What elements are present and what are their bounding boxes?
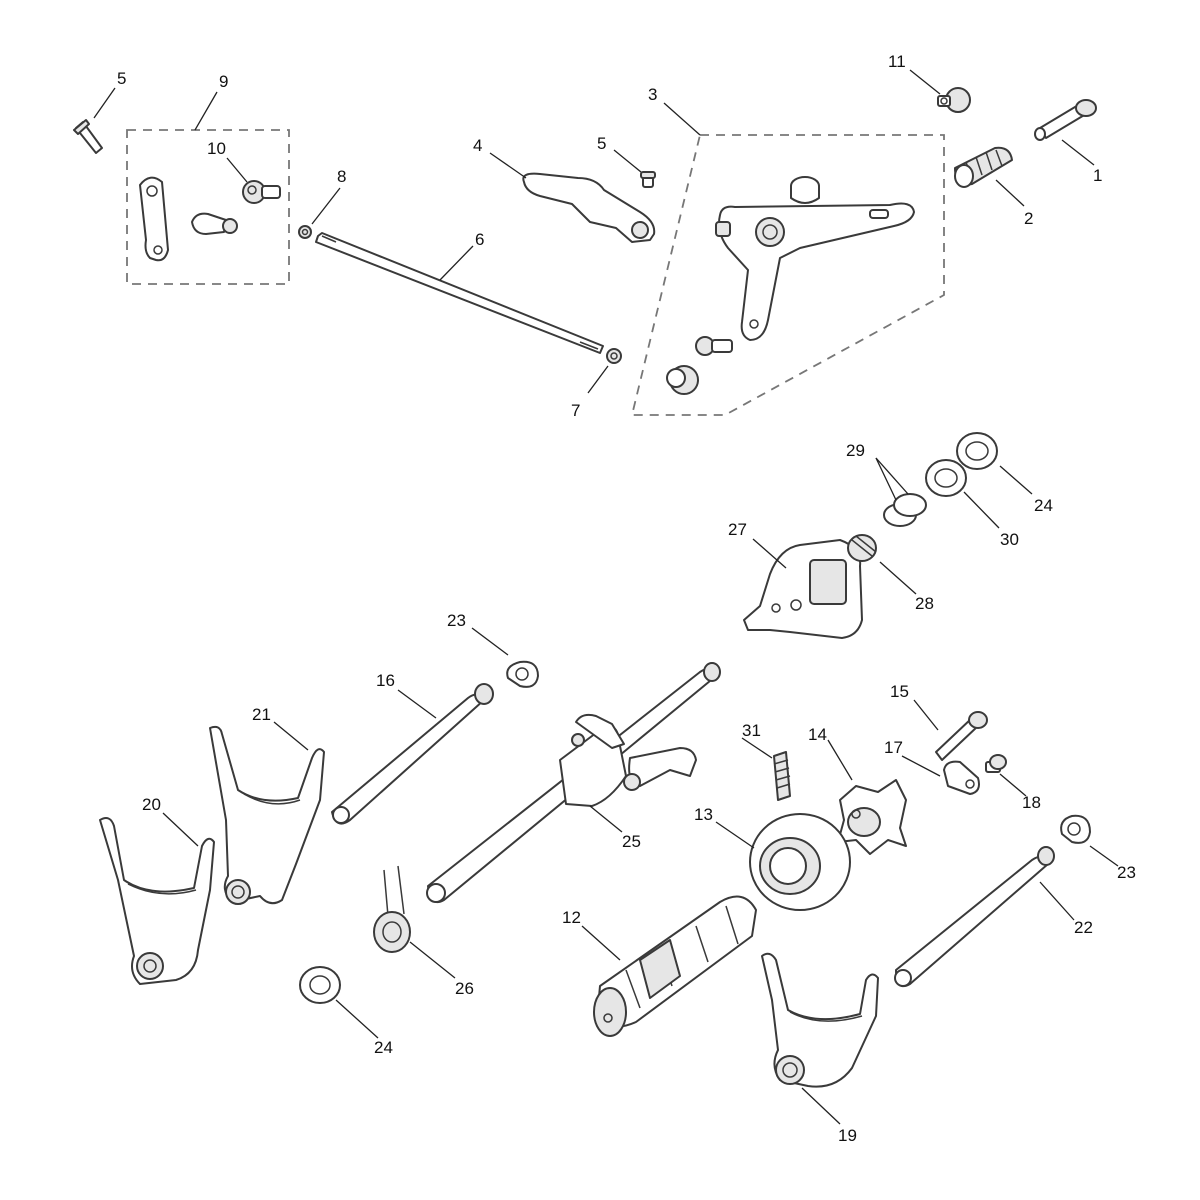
part-24-washer-upper [956, 432, 998, 470]
callout-20: 20 [142, 795, 161, 814]
callout-2: 2 [1024, 209, 1033, 228]
callout-10: 10 [207, 139, 226, 158]
group-9-box [126, 129, 290, 285]
part-4-gear-lever [522, 172, 656, 243]
part-12-selector-drum [593, 895, 757, 1037]
callout-11: 11 [888, 52, 906, 71]
callout-27: 27 [728, 520, 747, 539]
part-3-pivot-pin [695, 336, 733, 356]
callout-24-upper: 24 [1034, 496, 1053, 515]
callout-25: 25 [622, 832, 641, 851]
part-24-washer-lower [299, 966, 341, 1004]
callout-5-right: 5 [597, 134, 606, 153]
callout-13: 13 [694, 805, 713, 824]
part-5-screw-right [640, 171, 656, 188]
part-27-selector-plate [743, 539, 863, 639]
part-13-bearing [749, 813, 851, 911]
leader-lines [93, 69, 1119, 1125]
part-19-selector-fork [761, 952, 879, 1088]
callout-29: 29 [846, 441, 865, 460]
callout-14: 14 [808, 725, 827, 744]
callout-22: 22 [1074, 918, 1093, 937]
part-23-clip-right [1060, 814, 1091, 844]
part-8-nut [298, 225, 312, 239]
part-16-fork-shaft [331, 683, 494, 825]
part-28-spring [847, 534, 877, 562]
callout-16: 16 [376, 671, 395, 690]
callout-4: 4 [473, 136, 482, 155]
callout-12: 12 [562, 908, 581, 927]
callout-21: 21 [252, 705, 271, 724]
part-31-spring [773, 751, 791, 801]
callout-23-right: 23 [1117, 863, 1136, 882]
callout-17: 17 [884, 738, 903, 757]
part-25-selector-shaft [426, 662, 721, 904]
callout-8: 8 [337, 167, 346, 186]
callout-9: 9 [219, 72, 228, 91]
part-14-detent-star [837, 779, 907, 855]
part-3-rubber-cap [666, 365, 699, 395]
callout-7: 7 [571, 401, 580, 420]
callout-15: 15 [890, 682, 909, 701]
part-5-screw-left [73, 119, 103, 154]
callout-19: 19 [838, 1126, 857, 1145]
part-20-selector-fork [99, 817, 215, 985]
part-2-spring [954, 146, 1013, 188]
callout-24-lower: 24 [374, 1038, 393, 1057]
group-3-box [630, 134, 945, 416]
callout-18: 18 [1022, 793, 1041, 812]
callout-6: 6 [475, 230, 484, 249]
part-6-link-rod [315, 232, 604, 354]
part-26-torsion-spring [373, 865, 411, 953]
part-29-circlips [883, 493, 927, 527]
part-7-nut [606, 348, 622, 364]
part-1-pivot-bolt [1034, 99, 1097, 141]
part-11-bush [937, 87, 971, 113]
part-3-gear-pedal-arm [715, 202, 915, 341]
callout-23-left: 23 [447, 611, 466, 630]
part-17-stop-plate [943, 760, 980, 795]
callout-1: 1 [1093, 166, 1102, 185]
callout-30: 30 [1000, 530, 1019, 549]
part-18-screw [985, 754, 1007, 773]
callout-26: 26 [455, 979, 474, 998]
part-30-washer [925, 459, 967, 497]
part-22-fork-shaft [894, 846, 1055, 988]
part-10-ball-joint [242, 180, 281, 204]
part-15-bolt [935, 711, 988, 761]
part-23-clip-left [506, 660, 539, 688]
part-21-selector-fork [209, 725, 325, 905]
callout-28: 28 [915, 594, 934, 613]
part-3-bush [790, 176, 820, 204]
part-9-linkage-lever [139, 176, 238, 262]
callout-3: 3 [648, 85, 657, 104]
callout-31: 31 [742, 721, 761, 740]
callout-5-left: 5 [117, 69, 126, 88]
